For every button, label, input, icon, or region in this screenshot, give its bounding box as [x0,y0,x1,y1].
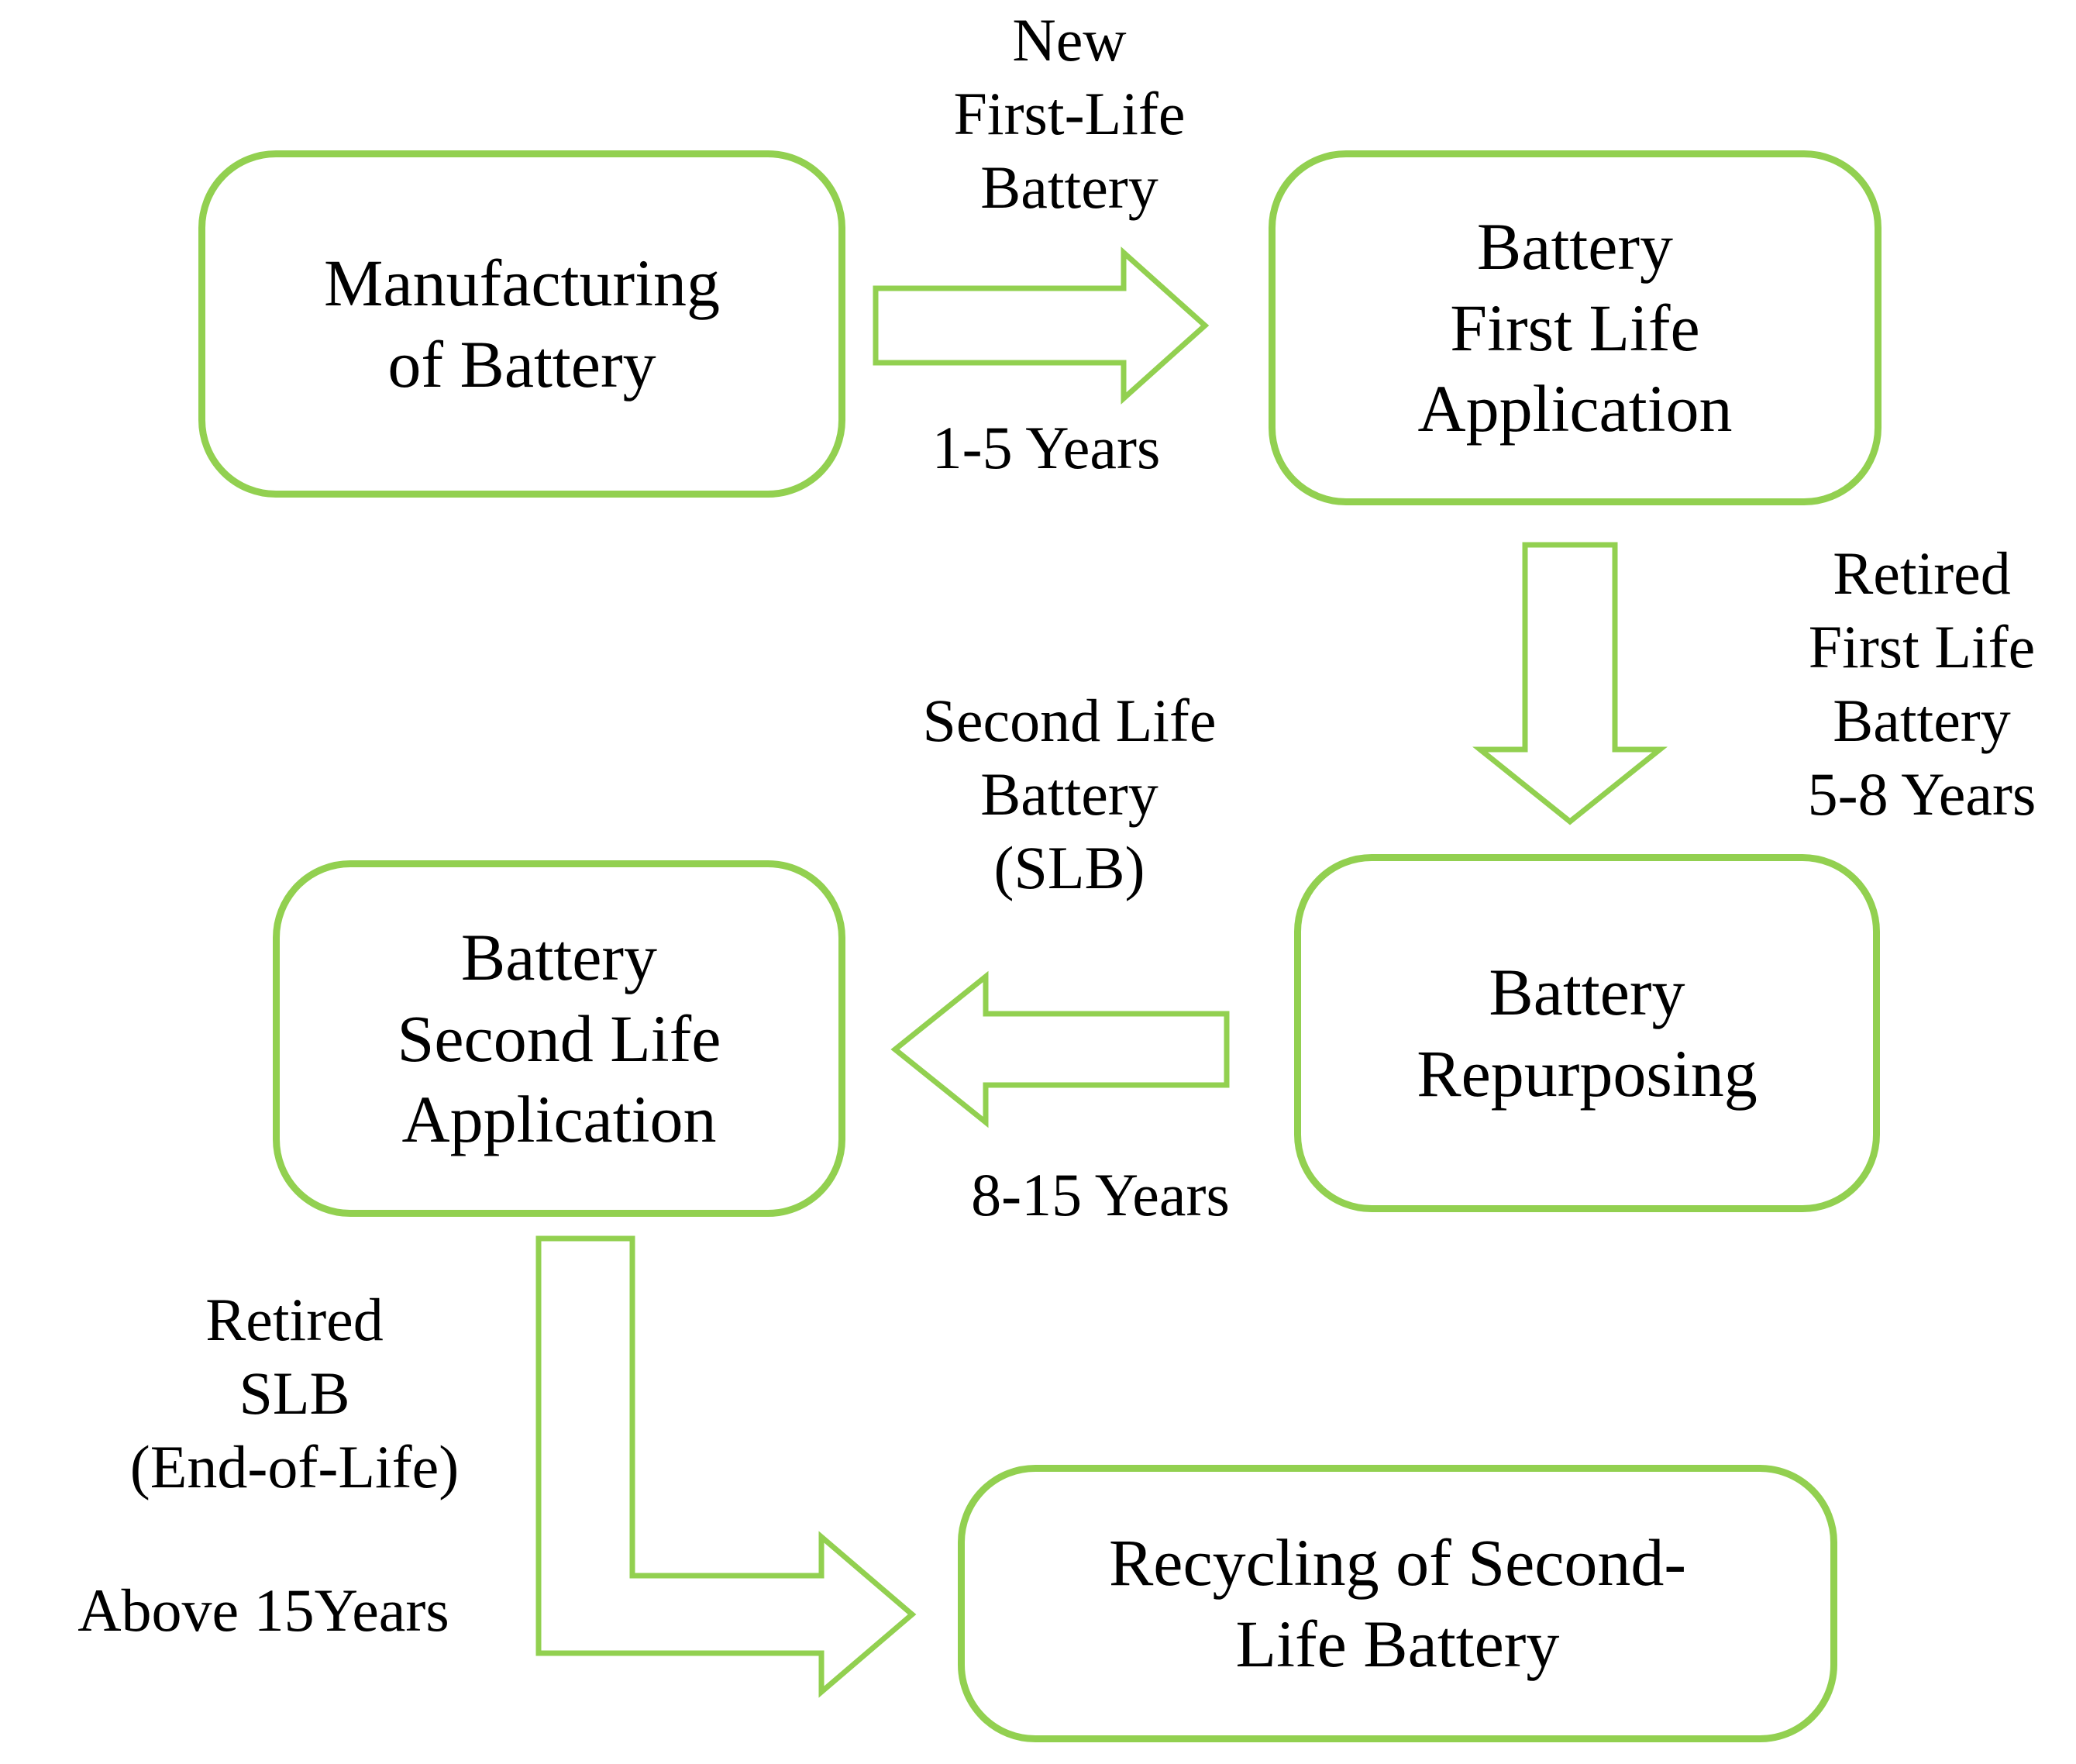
arrow-second-life-to-recycling [535,1235,917,1698]
node-first-life-label: Battery First Life Application [1417,208,1733,446]
arrow-first-life-to-repurposing [1472,542,1668,825]
node-repurposing-label: Battery Repurposing [1417,955,1758,1111]
label-8-15-years: 8-15 Years [971,1161,1230,1228]
arrow-repurposing-to-second-life [890,970,1230,1128]
label-above-15-years: Above 15Years [77,1576,449,1644]
arrow-manufacturing-to-first-life [873,246,1210,405]
node-repurposing: Battery Repurposing [1294,854,1880,1212]
label-retired-first-life-battery: Retired First Life Battery 5-8 Years [1807,539,2036,829]
node-first-life-application: Battery First Life Application [1269,150,1881,505]
node-second-life-application: Battery Second Life Application [273,860,845,1217]
node-manufacturing: Manufacturing of Battery [198,150,845,498]
node-recycling: Recycling of Second- Life Battery [958,1465,1837,1742]
node-second-life-label: Battery Second Life Application [397,919,721,1157]
label-new-first-life-battery: New First-Life Battery [953,6,1186,222]
node-manufacturing-label: Manufacturing of Battery [323,246,721,401]
node-recycling-label: Recycling of Second- Life Battery [1108,1525,1687,1681]
label-retired-slb-end-of-life: Retired SLB (End-of-Life) [129,1286,460,1501]
label-1-5-years: 1-5 Years [931,414,1161,481]
label-second-life-battery-slb: Second Life Battery (SLB) [922,687,1217,902]
